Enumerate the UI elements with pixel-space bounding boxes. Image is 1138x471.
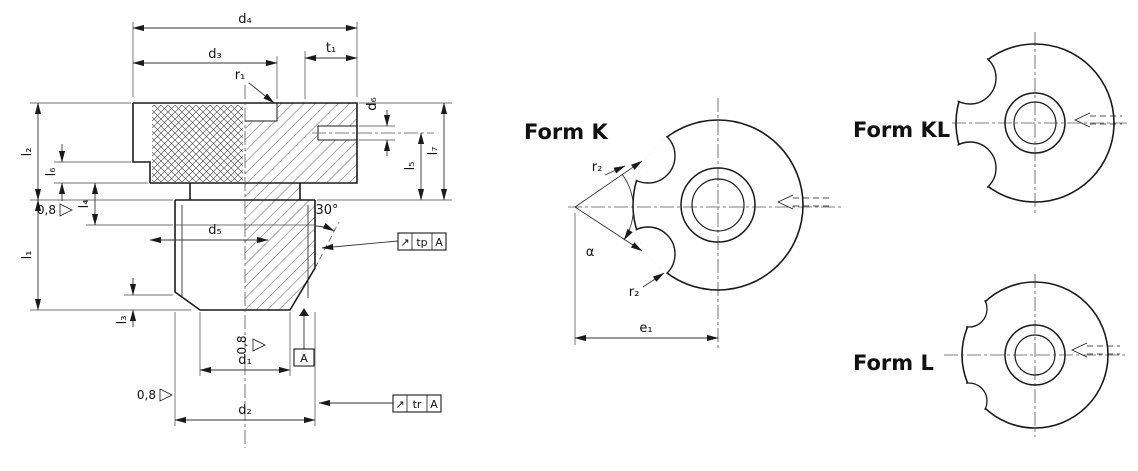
form-k-bore-circle bbox=[680, 167, 756, 243]
form-kl-thread-arrow-icon bbox=[1074, 112, 1122, 128]
roughness-mark-shank: 0,8 bbox=[137, 388, 173, 402]
dim-label-l4: l₄ bbox=[77, 200, 92, 209]
form-l-thread-arrow-icon bbox=[1071, 342, 1120, 358]
dim-label-r2-lower: r₂ bbox=[629, 285, 640, 300]
dim-label-l5: l₅ bbox=[403, 162, 418, 171]
dim-label-angle: 30° bbox=[315, 203, 338, 218]
knurl-texture bbox=[152, 105, 243, 182]
form-k-notches bbox=[632, 128, 676, 282]
tp-flag: ↗ tp A bbox=[321, 232, 447, 251]
dim-label-l6: l₆ bbox=[44, 168, 59, 177]
tr-flag: ↗ tr A bbox=[318, 394, 442, 413]
dimension-labels: d₄ d₃ t₁ r₁ d₆ l₂ l₁ l₆ l₄ l₅ l₇ d₅ 30° … bbox=[20, 12, 441, 418]
dim-label-d1: d₁ bbox=[238, 353, 251, 368]
dim-label-d2: d₂ bbox=[238, 403, 251, 418]
roughness-triangle-icon bbox=[252, 338, 266, 352]
form-k-dimensions: r₂ α r₂ e₁ bbox=[574, 160, 719, 345]
form-l-bore-circle bbox=[1004, 324, 1066, 386]
dim-label-d4: d₄ bbox=[238, 12, 251, 27]
form-kl-view: Form KL bbox=[853, 32, 1128, 215]
roughness-value-shank: 0,8 bbox=[137, 388, 156, 402]
form-k-view: Form K r₂ α r₂ e₁ bbox=[524, 98, 842, 350]
dim-label-d3: d₃ bbox=[208, 47, 221, 62]
roughness-value-end: 0,8 bbox=[235, 335, 249, 354]
datum-a: A bbox=[293, 308, 315, 367]
dim-label-l7: l₇ bbox=[426, 147, 441, 156]
flag-arrow-icon: ↗ bbox=[395, 398, 404, 411]
tr-flag-code: tr bbox=[413, 398, 422, 411]
form-k-hole-circle bbox=[691, 178, 745, 232]
form-l-hole-circle bbox=[1014, 334, 1056, 376]
form-kl-bore-circle bbox=[1004, 92, 1066, 154]
form-k-thread-arrow-icon bbox=[777, 194, 830, 210]
dimension-lines bbox=[34, 24, 448, 424]
dim-label-r2-upper: r₂ bbox=[592, 160, 603, 175]
main-section-view: d₄ d₃ t₁ r₁ d₆ l₂ l₁ l₆ l₄ l₅ l₇ d₅ 30° … bbox=[20, 12, 452, 448]
roughness-marks: 0,8 0,8 0,8 bbox=[37, 203, 266, 402]
form-kl-hole-circle bbox=[1013, 101, 1057, 145]
section-hatching bbox=[152, 103, 357, 310]
dim-label-d6: d₆ bbox=[365, 97, 380, 110]
centerlines bbox=[244, 85, 434, 448]
dim-label-l2: l₂ bbox=[20, 148, 35, 157]
flag-arrow-icon: ↗ bbox=[400, 236, 409, 249]
dim-label-t1: t₁ bbox=[326, 41, 336, 56]
roughness-mark-head: 0,8 bbox=[37, 203, 73, 217]
form-kl-title: Form KL bbox=[853, 118, 950, 142]
roughness-mark-end: 0,8 bbox=[235, 335, 266, 355]
roughness-value-head: 0,8 bbox=[37, 203, 56, 217]
dim-label-l3: l₃ bbox=[115, 316, 130, 325]
dim-label-e1: e₁ bbox=[639, 321, 652, 336]
dim-label-l1: l₁ bbox=[20, 251, 35, 260]
datum-a-label: A bbox=[300, 352, 308, 365]
tp-flag-datum: A bbox=[435, 236, 443, 249]
dim-label-r1: r₁ bbox=[235, 68, 246, 83]
roughness-triangle-icon bbox=[59, 203, 73, 217]
datum-triangle-icon bbox=[299, 308, 309, 316]
form-k-title: Form K bbox=[524, 120, 608, 144]
tr-flag-datum: A bbox=[430, 398, 438, 411]
dim-label-d5: d₅ bbox=[208, 223, 221, 238]
tp-flag-code: tp bbox=[416, 236, 427, 249]
dim-label-alpha: α bbox=[586, 245, 595, 260]
roughness-triangle-icon bbox=[159, 388, 173, 402]
form-l-title: Form L bbox=[853, 351, 934, 375]
form-l-view: Form L bbox=[853, 274, 1126, 437]
